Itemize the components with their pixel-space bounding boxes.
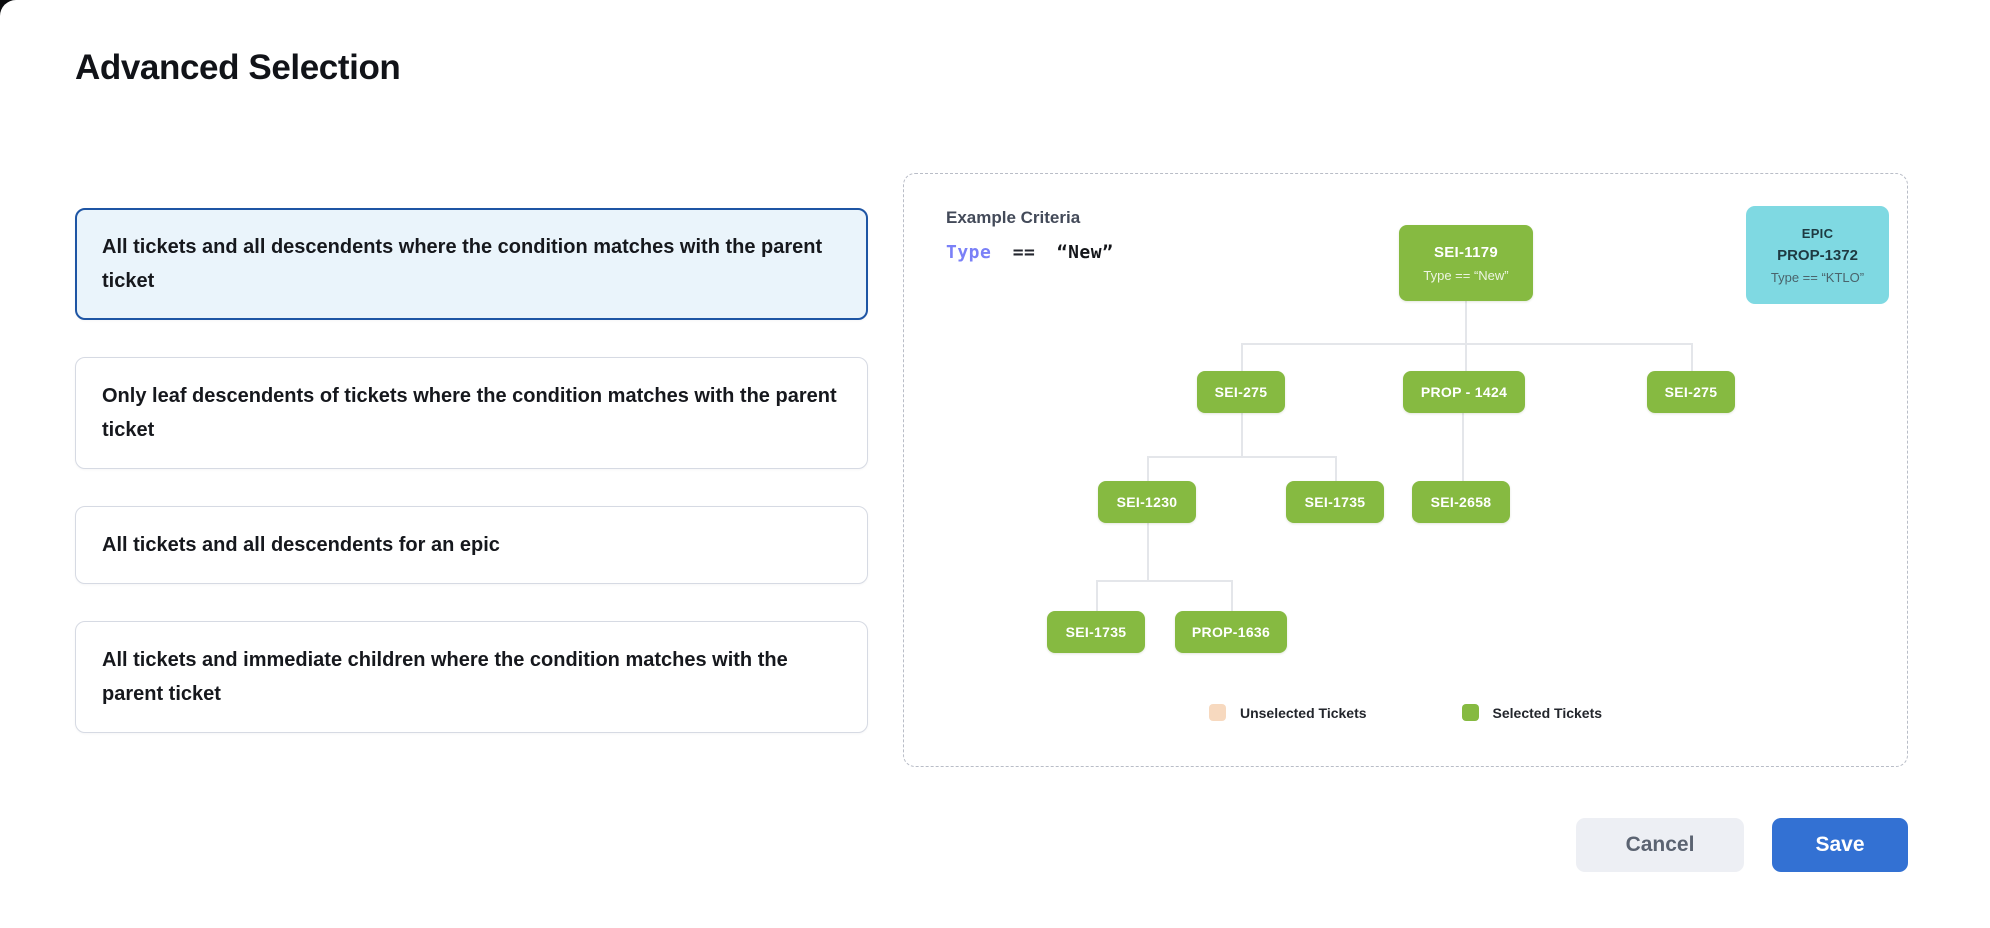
connector-line (1465, 301, 1467, 371)
epic-criteria: Type == “KTLO” (1770, 269, 1865, 285)
legend-label: Selected Tickets (1492, 704, 1603, 721)
option-all-descendents-condition[interactable]: All tickets and all descendents where th… (75, 208, 868, 320)
tree-node: SEI-1735 (1047, 611, 1145, 653)
connector-line (1147, 456, 1335, 458)
connector-line (1241, 343, 1691, 345)
legend: Unselected Tickets Selected Tickets (904, 704, 1907, 721)
option-leaf-descendents-condition[interactable]: Only leaf descendents of tickets where t… (75, 357, 868, 469)
connector-line (1231, 580, 1233, 611)
connector-line (1096, 580, 1231, 582)
selected-swatch (1461, 704, 1479, 721)
criteria-value: “New” (1056, 242, 1114, 263)
tree-node: SEI-2658 (1412, 481, 1510, 523)
selection-options-list: All tickets and all descendents where th… (75, 208, 868, 733)
tree-node-id: PROP - 1424 (1420, 384, 1508, 400)
connector-line (1691, 343, 1693, 371)
option-label: All tickets and immediate children where… (102, 649, 788, 705)
connector-line (1147, 456, 1149, 481)
option-label: Only leaf descendents of tickets where t… (102, 385, 837, 441)
tree-node: PROP - 1424 (1403, 371, 1525, 413)
tree-node-id: SEI-2658 (1430, 494, 1492, 510)
tree-node-id: PROP-1636 (1191, 624, 1271, 640)
unselected-swatch (1208, 704, 1226, 721)
epic-type-label: EPIC (1801, 225, 1834, 241)
connector-line (1241, 413, 1243, 456)
tree-node-id: SEI-275 (1664, 384, 1718, 400)
tree-node-id: SEI-1735 (1065, 624, 1127, 640)
tree-node-id: SEI-1179 (1433, 243, 1499, 261)
cancel-button[interactable]: Cancel (1576, 818, 1744, 872)
epic-card: EPIC PROP-1372 Type == “KTLO” (1746, 206, 1889, 304)
connector-line (1096, 580, 1098, 611)
tree-node: SEI-1230 (1098, 481, 1196, 523)
criteria-operator: == (1012, 242, 1036, 263)
tree-node-criteria: Type == “New” (1423, 267, 1509, 283)
option-label: All tickets and all descendents where th… (102, 236, 823, 292)
example-diagram-panel: Example Criteria Type == “New” EPIC PROP… (903, 173, 1908, 767)
tree-node-id: SEI-1735 (1304, 494, 1366, 510)
legend-label: Unselected Tickets (1239, 704, 1367, 721)
epic-id: PROP-1372 (1777, 246, 1858, 264)
legend-item-selected: Selected Tickets (1461, 704, 1603, 721)
option-label: All tickets and all descendents for an e… (102, 534, 500, 556)
connector-line (1335, 456, 1337, 481)
connector-line (1462, 413, 1464, 481)
tree-node-root: SEI-1179 Type == “New” (1399, 225, 1533, 301)
connector-line (1241, 343, 1243, 371)
save-button[interactable]: Save (1772, 818, 1908, 872)
connector-line (1147, 523, 1149, 580)
option-immediate-children-condition[interactable]: All tickets and immediate children where… (75, 621, 868, 733)
option-all-descendents-epic[interactable]: All tickets and all descendents for an e… (75, 506, 868, 584)
example-criteria-label: Example Criteria (946, 208, 1081, 227)
tree-node-id: SEI-1230 (1116, 494, 1178, 510)
tree-node: PROP-1636 (1175, 611, 1287, 653)
example-criteria-expression: Type == “New” (946, 242, 1113, 263)
legend-item-unselected: Unselected Tickets (1208, 704, 1367, 721)
tree-node: SEI-275 (1647, 371, 1735, 413)
tree-node: SEI-275 (1197, 371, 1285, 413)
tree-node-id: SEI-275 (1214, 384, 1268, 400)
criteria-field: Type (946, 242, 992, 263)
page-title: Advanced Selection (75, 48, 401, 87)
tree-node: SEI-1735 (1286, 481, 1384, 523)
